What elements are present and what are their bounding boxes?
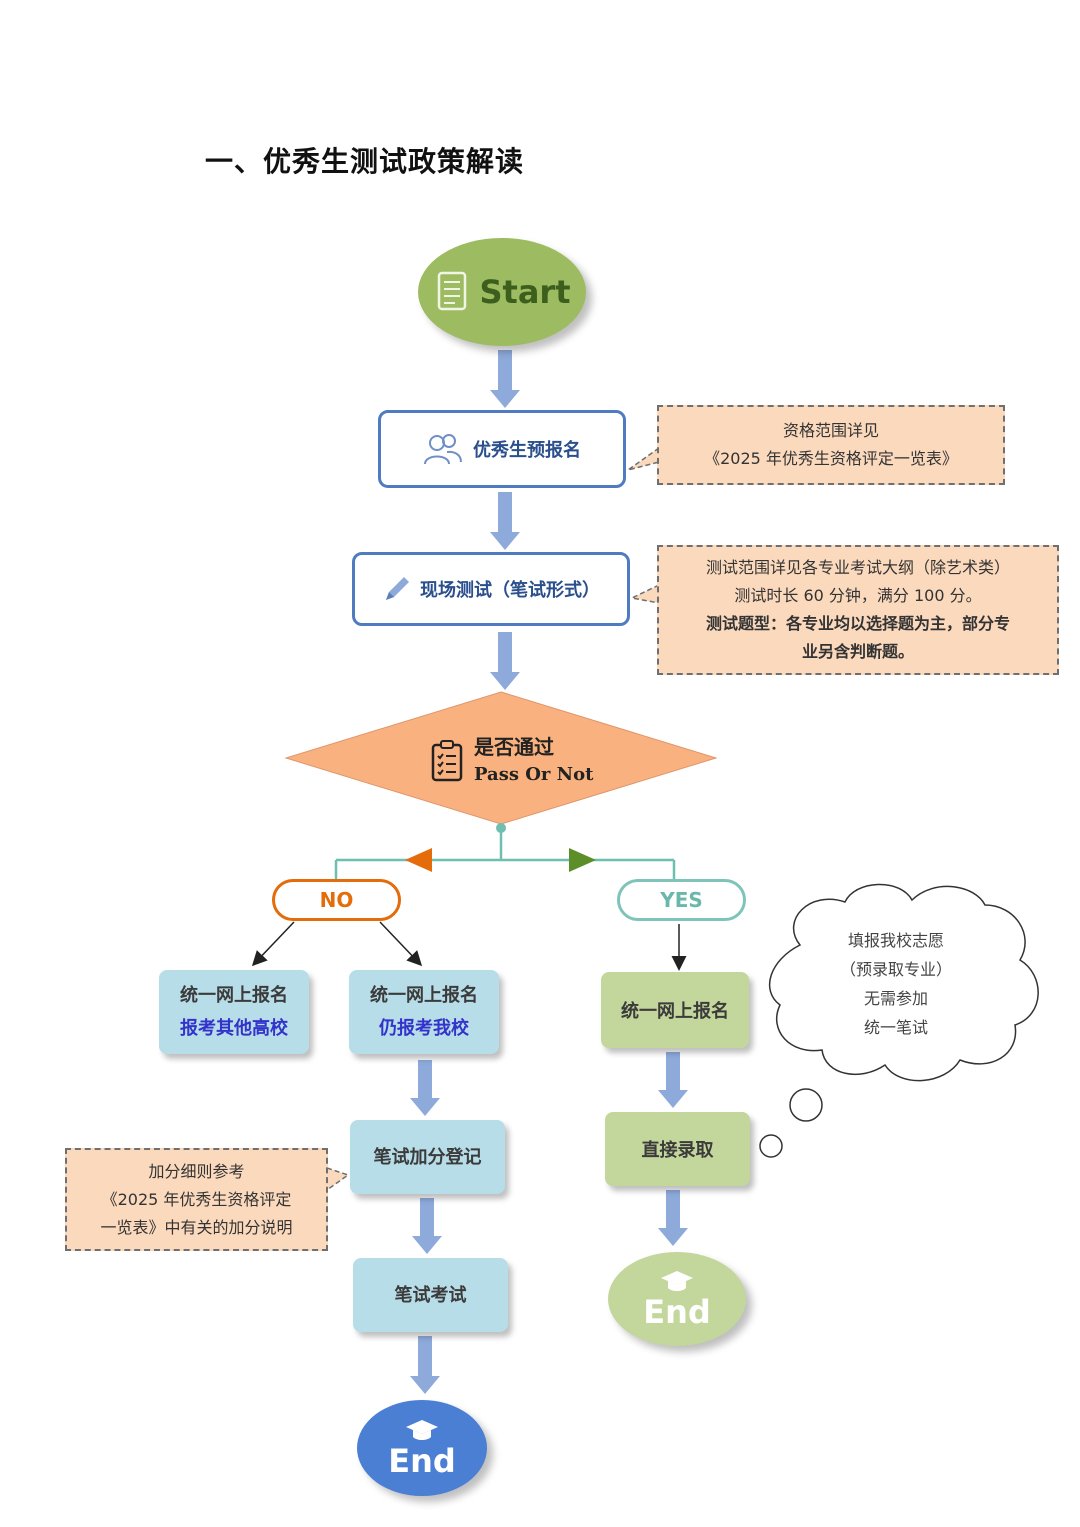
cloud-line2: （预录取专业）: [839, 960, 952, 979]
box-other-school-line2: 报考其他高校: [180, 1018, 288, 1039]
box-yes-online-register: 统一网上报名: [601, 972, 749, 1048]
no-direction-triangle: [405, 848, 432, 872]
box-written-exam: 笔试考试: [353, 1258, 508, 1332]
note-bonus-pointer: [326, 1167, 350, 1191]
box-direct-admission: 直接录取: [605, 1112, 750, 1186]
arrow-yes-register-to-admit: [658, 1052, 688, 1108]
note-test-line2: 测试时长 60 分钟，满分 100 分。: [734, 586, 982, 605]
arrow-bonus-to-exam: [412, 1198, 442, 1254]
note-test-line3: 测试题型：各专业均以选择题为主，部分专: [705, 614, 1010, 633]
thought-bubble-large: [789, 1088, 823, 1122]
note-bonus-details: 加分细则参考 《2025 年优秀生资格评定 一览表》中有关的加分说明: [65, 1148, 328, 1251]
box-our-school-line2: 仍报考我校: [379, 1018, 469, 1039]
scroll-document-icon: [438, 271, 467, 311]
step-onsite-test: 现场测试（笔试形式）: [352, 552, 630, 626]
flow-arrows: [410, 350, 688, 1394]
arrow-start-to-register: [490, 350, 520, 408]
note-eligibility-line2: 《2025 年优秀生资格评定一览表》: [704, 449, 958, 468]
decision-label-zh: 是否通过: [474, 735, 554, 759]
thought-cloud: [769, 883, 1039, 1082]
arrow-test-to-decision: [490, 632, 520, 690]
arrow-no-to-our-school: [379, 921, 423, 967]
arrow-no-to-other-school: [251, 921, 295, 967]
pencil-icon: [386, 577, 409, 600]
note-eligibility-pointer: [627, 447, 660, 471]
box-bonus-registration: 笔试加分登记: [350, 1120, 505, 1194]
thought-bubble-medium: [759, 1134, 783, 1158]
end-node-yes-branch: End: [608, 1252, 746, 1346]
start-node: Start: [418, 238, 586, 346]
branch-connectors: [334, 828, 676, 880]
arrow-our-school-to-bonus: [410, 1060, 440, 1116]
arrow-exam-to-end: [410, 1336, 440, 1394]
branch-no: NO: [272, 879, 401, 921]
branch-dot: [496, 823, 506, 833]
step-pre-registration: 优秀生预报名: [378, 410, 626, 488]
end-node-no-branch: End: [357, 1400, 487, 1496]
graduation-cap-icon: [406, 1420, 438, 1440]
box-other-school-line1: 统一网上报名: [180, 985, 288, 1006]
note-test-details: 测试范围详见各专业考试大纲（除艺术类） 测试时长 60 分钟，满分 100 分。…: [657, 545, 1059, 675]
end-label-no-branch: End: [388, 1442, 456, 1480]
note-test-line1: 测试范围详见各专业考试大纲（除艺术类）: [705, 558, 1010, 577]
note-eligibility-line1: 资格范围详见: [782, 421, 879, 440]
start-label: Start: [479, 273, 571, 311]
cloud-line4: 统一笔试: [863, 1018, 928, 1037]
note-bonus-line2: 《2025 年优秀生资格评定: [101, 1189, 292, 1209]
section-title: 一、优秀生测试政策解读: [205, 145, 525, 178]
box-our-school-line1: 统一网上报名: [370, 985, 478, 1006]
step-pre-registration-label: 优秀生预报名: [473, 440, 581, 461]
decision-label-en: Pass Or Not: [474, 764, 594, 785]
note-bonus-line1: 加分细则参考: [148, 1161, 245, 1181]
note-test-line4: 业另含判断题。: [801, 642, 914, 661]
users-icon: [424, 434, 462, 465]
end-label-yes-branch: End: [643, 1293, 711, 1331]
note-test-pointer: [629, 584, 660, 604]
arrow-admit-to-end: [658, 1190, 688, 1246]
cloud-line1: 填报我校志愿: [847, 931, 944, 950]
note-bonus-line3: 一览表》中有关的加分说明: [100, 1217, 293, 1237]
graduation-cap-icon: [661, 1271, 693, 1291]
branch-yes: YES: [617, 879, 746, 921]
box-register-our-school: 统一网上报名 仍报考我校: [349, 970, 499, 1054]
box-register-other-school: 统一网上报名 报考其他高校: [159, 970, 309, 1054]
note-eligibility: 资格范围详见 《2025 年优秀生资格评定一览表》: [657, 405, 1005, 485]
arrow-register-to-test: [490, 492, 520, 550]
decision-label: 是否通过 Pass Or Not: [430, 733, 593, 789]
yes-direction-triangle: [569, 848, 596, 872]
cloud-line3: 无需参加: [863, 989, 928, 1008]
clipboard-checklist-icon: [431, 740, 463, 782]
step-onsite-test-label: 现场测试（笔试形式）: [420, 580, 600, 601]
thought-cloud-text: 填报我校志愿 （预录取专业） 无需参加 统一笔试: [820, 926, 972, 1042]
